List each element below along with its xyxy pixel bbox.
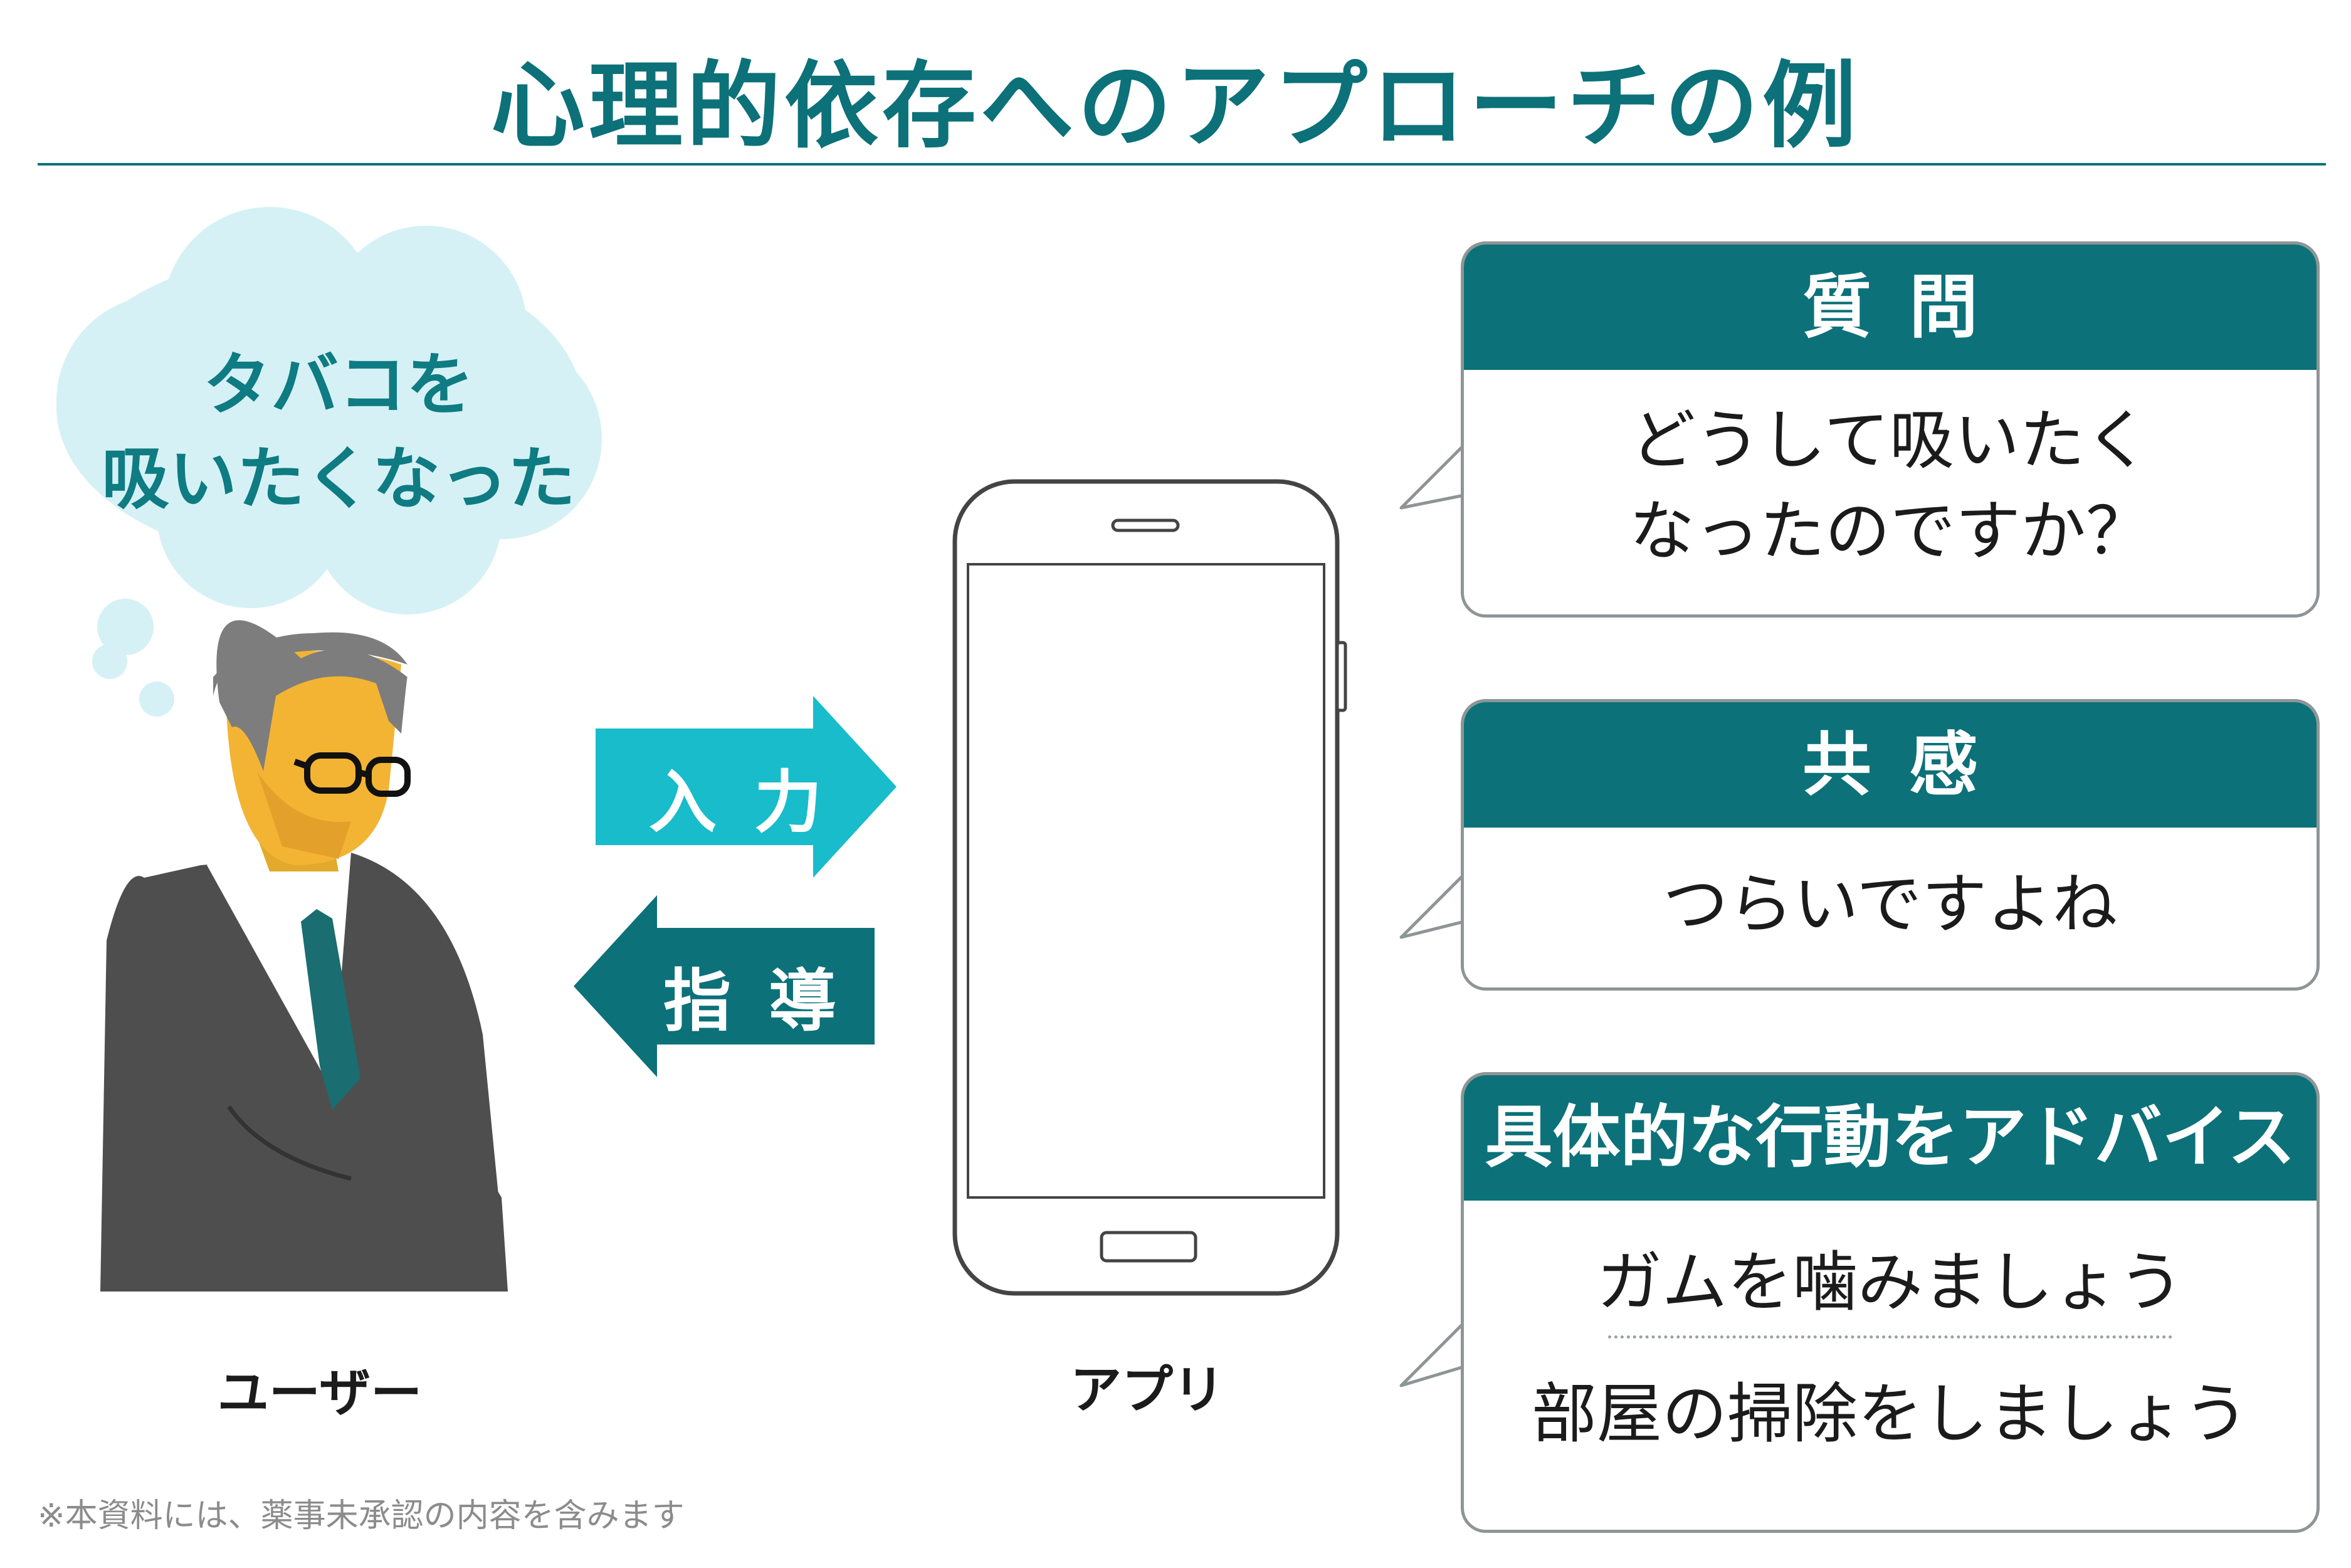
page-title: 心理的依存へのアプローチの例	[490, 52, 1860, 161]
card-line: ガムを噛みましょう	[1596, 1244, 2184, 1320]
card-heading: 具体的な行動をアドバイス	[1464, 1075, 2317, 1201]
guidance-arrow-label: 指導	[663, 962, 875, 1041]
title-divider	[38, 163, 2326, 166]
input-arrow	[596, 696, 897, 878]
card-line: つらいですよね	[1663, 866, 2118, 942]
card-body: つらいですよね	[1464, 828, 2317, 981]
thought-line: 吸いたくなった	[101, 440, 576, 518]
thought-line: タバコを	[202, 346, 474, 424]
card-line: どうして吸いたく	[1630, 402, 2150, 478]
card-heading: 質問	[1464, 245, 2317, 370]
thought-bubble-text: タバコを 吸いたくなった	[69, 339, 608, 527]
guidance-arrow	[574, 895, 875, 1077]
user-figure	[100, 620, 508, 1292]
user-label: ユーザー	[217, 1364, 423, 1423]
input-arrow-label: 入力	[649, 764, 860, 842]
card-heading: 共感	[1464, 702, 2317, 828]
footnote: ※本資料には、薬事未承認の内容を含みます	[38, 1497, 685, 1535]
speech-tails	[1399, 444, 1465, 1387]
card-line: 部屋の掃除をしましょう	[1531, 1376, 2249, 1452]
card-advice: 具体的な行動をアドバイス ガムを噛みましょう 部屋の掃除をしましょう	[1461, 1072, 2320, 1533]
smartphone-device	[952, 479, 1347, 1296]
card-question: 質問 どうして吸いたく なったのですか？	[1461, 241, 2320, 618]
app-label: アプリ	[1070, 1360, 1224, 1420]
card-body: どうして吸いたく なったのですか？	[1464, 370, 2317, 577]
thought-cloud	[56, 207, 602, 717]
card-line: なったのですか？	[1629, 493, 2151, 569]
card-body: ガムを噛みましょう 部屋の掃除をしましょう	[1464, 1201, 2317, 1489]
card-empathy: 共感 つらいですよね	[1461, 699, 2320, 991]
dotted-separator	[1608, 1335, 2172, 1339]
